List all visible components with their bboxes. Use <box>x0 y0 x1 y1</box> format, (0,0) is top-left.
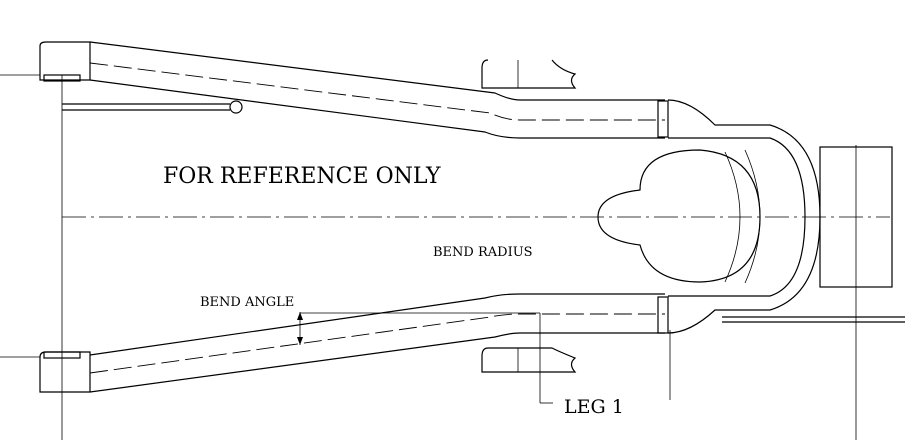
bend-angle-label: BEND ANGLE <box>200 295 294 310</box>
ball-socket <box>597 149 761 284</box>
lower-left-end-block <box>39 351 91 393</box>
lower-bracket <box>481 347 577 373</box>
reference-note: FOR REFERENCE ONLY <box>163 164 441 189</box>
pivot-pin-icon <box>229 100 243 114</box>
bend-angle-indicator <box>297 312 540 345</box>
lower-arm <box>89 293 669 393</box>
bend-radius-label: BEND RADIUS <box>433 245 533 260</box>
yoke-head <box>667 99 821 334</box>
leg-1-leader <box>539 313 553 404</box>
upper-link-rod <box>62 100 243 114</box>
upper-bracket <box>481 59 577 89</box>
lower-right-rod <box>722 316 905 323</box>
upper-arm <box>89 41 669 139</box>
leg-1-label: LEG 1 <box>564 396 624 418</box>
upper-left-end-block <box>39 41 91 82</box>
right-end-block <box>819 146 893 288</box>
